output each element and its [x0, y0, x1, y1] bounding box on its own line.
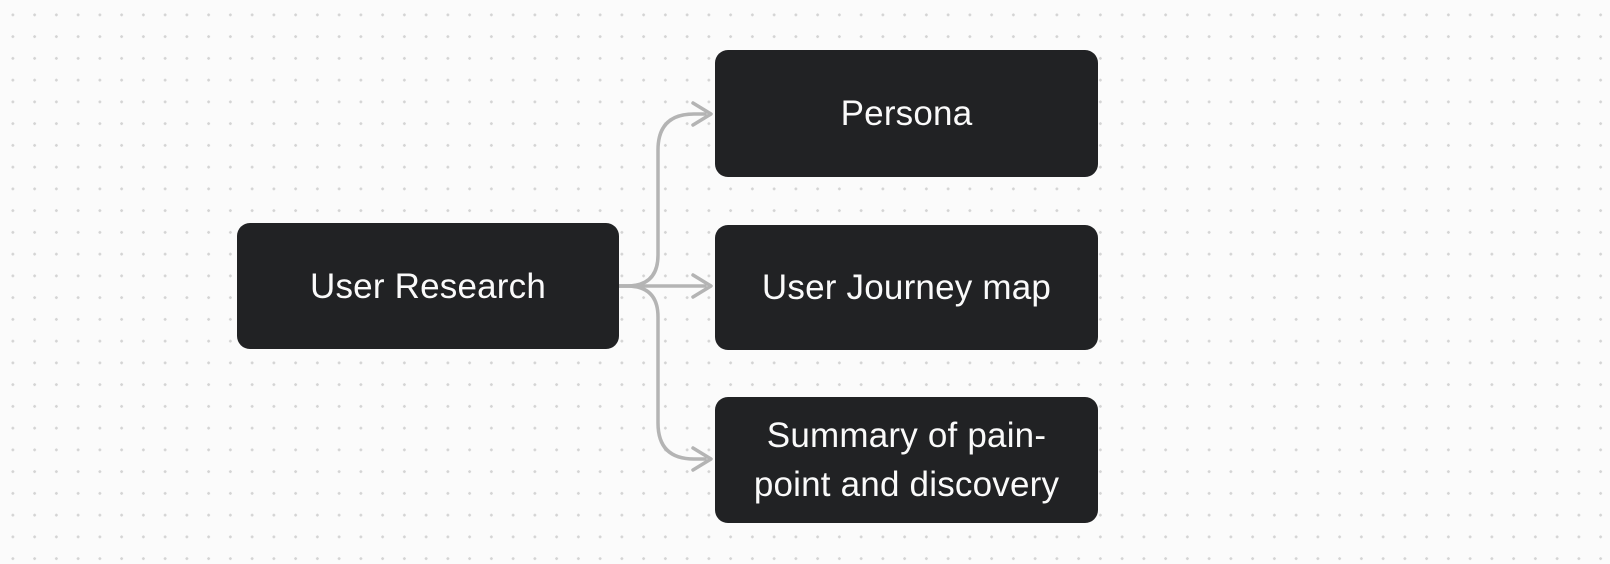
- node-label: User Journey map: [761, 268, 1052, 307]
- connector-path: [617, 112, 707, 288]
- connector-path: [617, 284, 707, 461]
- node-user-research[interactable]: User Research: [237, 223, 619, 349]
- node-user-journey-map[interactable]: User Journey map: [715, 225, 1098, 350]
- arrowhead-icon: [691, 446, 713, 472]
- node-summary-of-pain-point[interactable]: Summary of pain- point and discovery: [715, 397, 1098, 523]
- arrowhead-icon: [691, 101, 713, 127]
- arrowhead-icon: [691, 273, 713, 299]
- node-label-line-2: point and discovery: [753, 465, 1060, 504]
- node-label-line-1: Summary of pain-: [766, 416, 1047, 455]
- connector-root-to-persona[interactable]: [617, 101, 713, 288]
- node-label: Persona: [840, 94, 973, 133]
- connector-root-to-summary[interactable]: [617, 284, 713, 472]
- node-persona[interactable]: Persona: [715, 50, 1098, 177]
- node-label: User Research: [309, 266, 546, 306]
